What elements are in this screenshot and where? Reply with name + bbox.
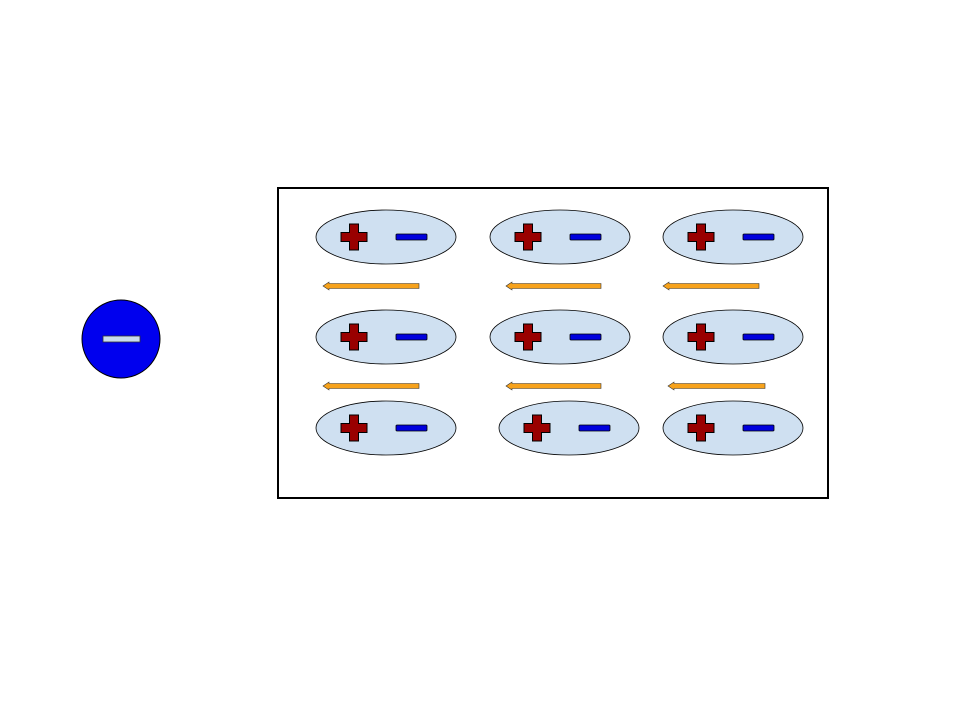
minus-charge-icon	[569, 233, 602, 241]
molecule-ellipse	[315, 309, 457, 365]
minus-charge-icon	[569, 333, 602, 341]
left-arrow-icon	[505, 381, 602, 391]
minus-charge-icon	[395, 424, 428, 432]
molecule-ellipse	[489, 209, 631, 265]
minus-charge-icon	[742, 333, 775, 341]
molecule-ellipse	[662, 400, 804, 456]
plus-charge-icon	[340, 414, 368, 442]
dipole-molecule	[662, 209, 804, 265]
dipole-molecule	[498, 400, 640, 456]
molecule-ellipse	[662, 209, 804, 265]
plus-charge-icon	[687, 323, 715, 351]
molecule-ellipse	[489, 309, 631, 365]
plus-charge-icon	[340, 223, 368, 251]
left-arrow-icon	[322, 281, 420, 291]
left-arrow-icon	[505, 281, 602, 291]
molecule-ellipse	[498, 400, 640, 456]
external-negative-charge	[81, 299, 161, 379]
molecule-ellipse	[315, 400, 457, 456]
minus-charge-icon	[742, 424, 775, 432]
dipole-molecule	[662, 309, 804, 365]
dipole-molecule	[315, 209, 457, 265]
field-arrows	[322, 281, 766, 391]
dipole-molecules	[315, 209, 804, 456]
left-arrow-icon	[322, 381, 420, 391]
minus-charge-icon	[578, 424, 611, 432]
plus-charge-icon	[514, 223, 542, 251]
minus-charge-icon	[742, 233, 775, 241]
plus-charge-icon	[523, 414, 551, 442]
dipole-molecule	[315, 309, 457, 365]
molecule-ellipse	[662, 309, 804, 365]
minus-charge-icon	[395, 233, 428, 241]
plus-charge-icon	[687, 414, 715, 442]
plus-charge-icon	[687, 223, 715, 251]
minus-charge-icon	[395, 333, 428, 341]
plus-charge-icon	[514, 323, 542, 351]
plus-charge-icon	[340, 323, 368, 351]
dipole-molecule	[489, 209, 631, 265]
dipole-molecule	[489, 309, 631, 365]
dipole-molecule	[315, 400, 457, 456]
minus-sign-icon	[102, 335, 141, 343]
dipole-molecule	[662, 400, 804, 456]
left-arrow-icon	[667, 381, 766, 391]
molecule-ellipse	[315, 209, 457, 265]
left-arrow-icon	[662, 281, 760, 291]
